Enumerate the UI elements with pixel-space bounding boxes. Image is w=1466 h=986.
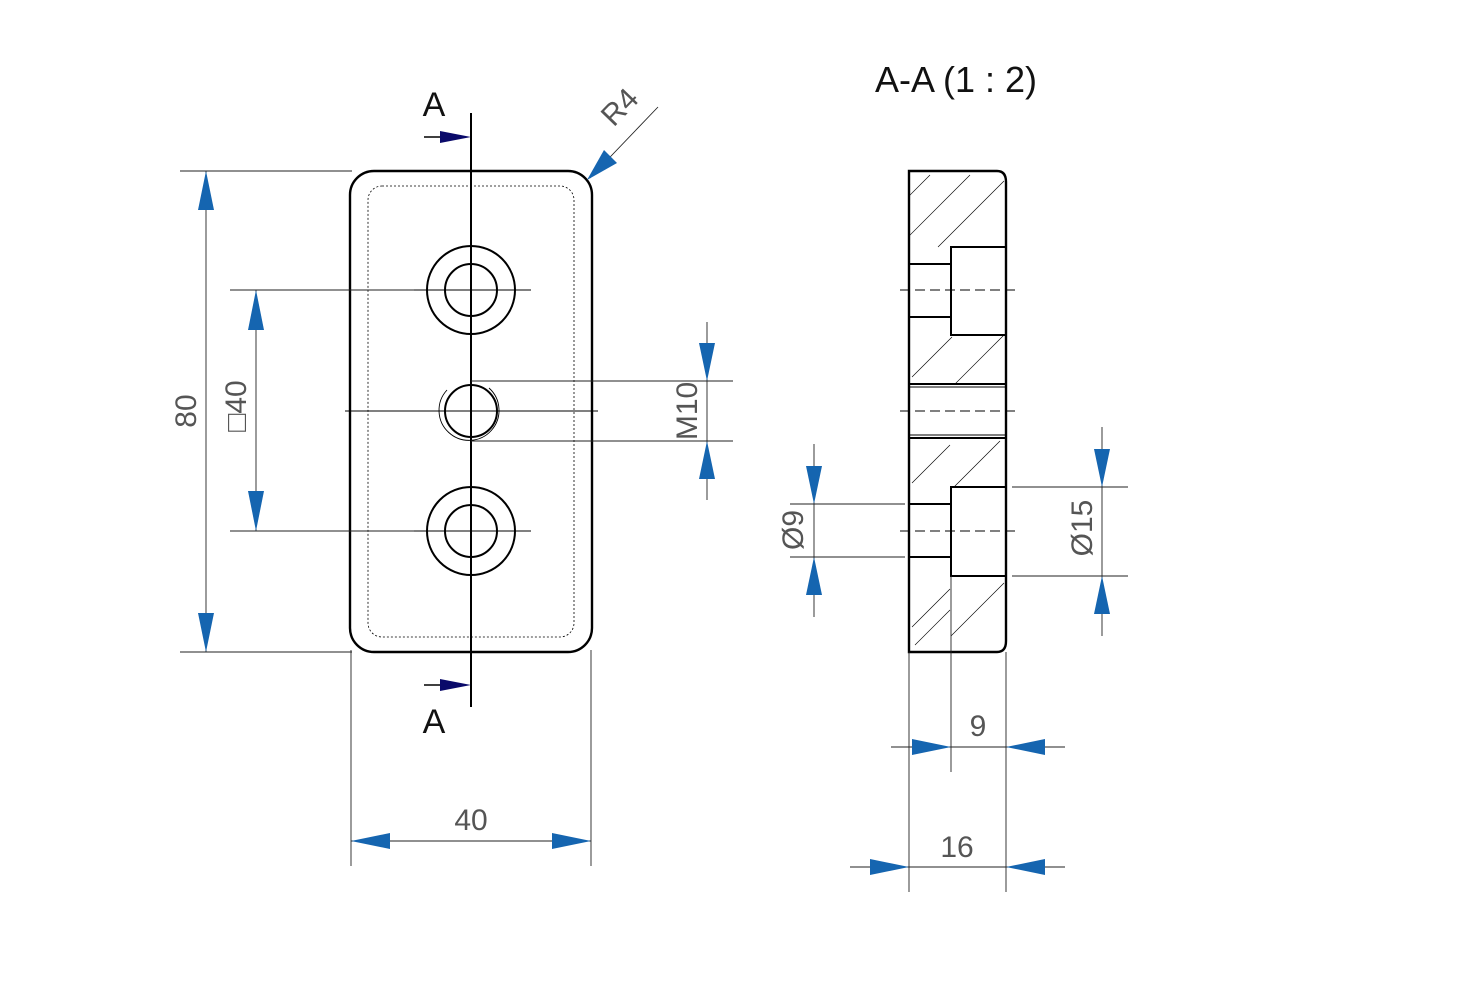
section-outline bbox=[907, 169, 1008, 654]
counterbored-hole-bottom bbox=[411, 486, 531, 576]
counterbored-hole-top bbox=[411, 245, 531, 335]
bore-small-label: Ø9 bbox=[777, 510, 810, 550]
section-hatching bbox=[909, 174, 1006, 646]
section-arrow-top bbox=[424, 131, 471, 143]
threaded-hole bbox=[345, 384, 598, 441]
section-counterbore-bottom bbox=[909, 486, 1006, 577]
section-thread-channel bbox=[909, 383, 1006, 439]
counterbore-depth-dimension: 9 bbox=[891, 576, 1065, 892]
width-dimension: 40 bbox=[350, 650, 592, 866]
thread-dimension: M10 bbox=[471, 322, 733, 500]
section-marker-top: A bbox=[423, 86, 446, 124]
counterbore-depth-label: 9 bbox=[970, 710, 987, 743]
thickness-dimension: 16 bbox=[850, 831, 1065, 875]
hole-pitch-label: □40 bbox=[220, 380, 253, 432]
bore-small-dimension: Ø9 bbox=[777, 444, 905, 617]
section-arrow-bottom bbox=[424, 679, 471, 691]
section-counterbore-top bbox=[909, 246, 1006, 336]
bore-large-label: Ø15 bbox=[1066, 500, 1099, 557]
thickness-label: 16 bbox=[940, 831, 973, 864]
radius-leader: R4 bbox=[587, 82, 659, 180]
bore-large-dimension: Ø15 bbox=[1012, 427, 1128, 636]
section-title: A-A (1 : 2) bbox=[875, 59, 1037, 100]
front-view: A A R4 80 □40 bbox=[170, 82, 733, 866]
section-view: A-A (1 : 2) bbox=[777, 59, 1128, 892]
hole-pitch-dimension: □40 bbox=[220, 289, 414, 532]
height-dimension: 80 bbox=[170, 170, 352, 653]
width-label: 40 bbox=[454, 804, 487, 837]
section-marker-bottom: A bbox=[423, 703, 446, 741]
height-label: 80 bbox=[170, 394, 203, 427]
thread-label: M10 bbox=[671, 382, 704, 440]
radius-label: R4 bbox=[595, 82, 645, 133]
